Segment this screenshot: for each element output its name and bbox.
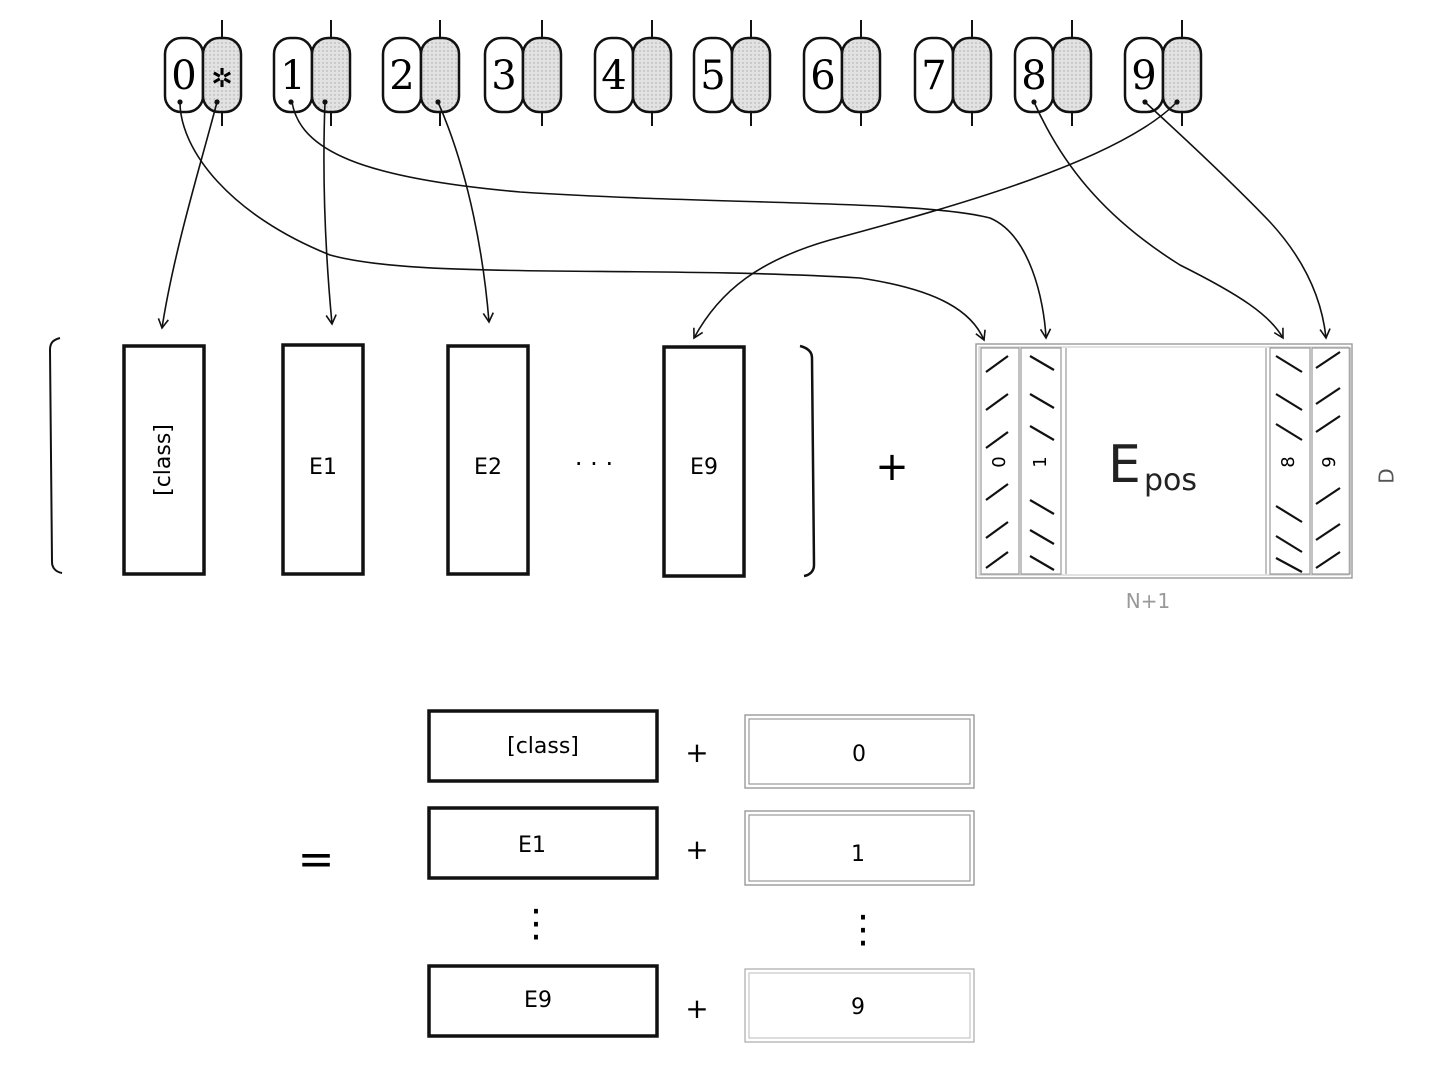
pos-column-label: 9 <box>1319 456 1340 467</box>
pos-column-1: 1 <box>1020 347 1062 575</box>
pos-column-label: 8 <box>1278 456 1299 467</box>
token-2: 2 <box>381 20 461 126</box>
arrow-pos8-to-epos <box>1033 101 1284 340</box>
token-index: 9 <box>1131 53 1156 99</box>
token-6: 6 <box>802 20 882 126</box>
ellipsis: · · · <box>575 450 613 478</box>
token-1: 1 <box>272 20 352 126</box>
pos-height-label: D <box>1375 468 1399 483</box>
result-op: + <box>685 736 708 769</box>
arrow-token2-to-e2 <box>437 101 494 324</box>
result-row-2: E9 + 9 <box>427 964 975 1043</box>
right-vdots: ⋮ <box>844 907 882 951</box>
arrow-token9-to-e9 <box>693 101 1178 340</box>
pos-label-sub: pos <box>1144 463 1197 498</box>
arrows <box>157 101 1331 342</box>
token-8: 8 <box>1013 20 1093 126</box>
result-row-0: [class] + 0 <box>427 709 975 789</box>
result-right-label: 1 <box>851 842 865 867</box>
result-left-label: E9 <box>524 988 552 1013</box>
arrow-token1-to-e1 <box>323 101 337 326</box>
pos-column-label: 1 <box>1030 456 1051 467</box>
vector-class: [class] <box>122 344 206 576</box>
token-index: 8 <box>1021 53 1046 99</box>
token-index: 0 <box>171 53 196 99</box>
arrow-token0-to-class <box>157 101 218 330</box>
token-9: 9 <box>1123 20 1203 126</box>
left-vdots: ⋮ <box>517 901 555 945</box>
vector-label: E9 <box>690 455 718 480</box>
result-right-label: 9 <box>851 995 865 1020</box>
pos-width-label: N+1 <box>1126 589 1170 613</box>
embedding-row: [class] E1 E2 · · · E9 + <box>48 337 909 578</box>
arrow-pos0-to-epos <box>179 101 986 342</box>
result-op: + <box>685 992 708 1025</box>
result-section: = [class] + 0 E1 + 1 ⋮ ⋮ E9 + 9 <box>298 709 975 1043</box>
token-row: 0 ✲ 1 2 3 <box>163 20 1203 126</box>
vector-e1: E1 <box>281 343 365 576</box>
result-left-label: E1 <box>518 833 546 858</box>
result-right-label: 0 <box>852 742 866 767</box>
pos-embedding-matrix: 0 1 E pos 8 9 N+1 D <box>975 343 1399 613</box>
equals-sign: = <box>298 834 335 885</box>
vector-e2: E2 <box>446 344 530 576</box>
result-op: + <box>685 833 708 866</box>
arrow-pos9-to-epos <box>1144 101 1331 340</box>
pos-label: E pos <box>1108 435 1197 498</box>
vector-e9: E9 <box>662 345 746 578</box>
pos-column-label: 0 <box>989 456 1010 467</box>
token-index: 7 <box>921 53 946 99</box>
token-index: 5 <box>700 53 725 99</box>
token-0: 0 ✲ <box>163 20 243 126</box>
plus-sign: + <box>875 444 909 490</box>
token-5: 5 <box>692 20 772 126</box>
result-left-label: [class] <box>507 734 579 759</box>
vector-label: E1 <box>309 455 337 480</box>
vector-label: E2 <box>474 455 502 480</box>
left-bracket <box>48 337 63 574</box>
pos-label-main: E <box>1108 435 1141 495</box>
result-row-1: E1 + 1 <box>427 806 975 886</box>
vector-label: [class] <box>151 424 176 496</box>
token-3: 3 <box>483 20 563 126</box>
pos-column-9: 9 <box>1311 347 1351 575</box>
token-7: 7 <box>913 20 993 126</box>
token-index: 3 <box>491 53 516 99</box>
pos-column-0: 0 <box>980 347 1020 575</box>
token-4: 4 <box>593 20 673 126</box>
token-marker: ✲ <box>211 64 233 94</box>
pos-column-8: 8 <box>1269 347 1311 575</box>
token-index: 1 <box>280 53 305 99</box>
right-bracket <box>799 344 816 578</box>
arrow-pos1-to-epos <box>291 101 1052 340</box>
token-index: 6 <box>810 53 835 99</box>
token-index: 4 <box>601 53 626 99</box>
token-index: 2 <box>389 53 414 99</box>
